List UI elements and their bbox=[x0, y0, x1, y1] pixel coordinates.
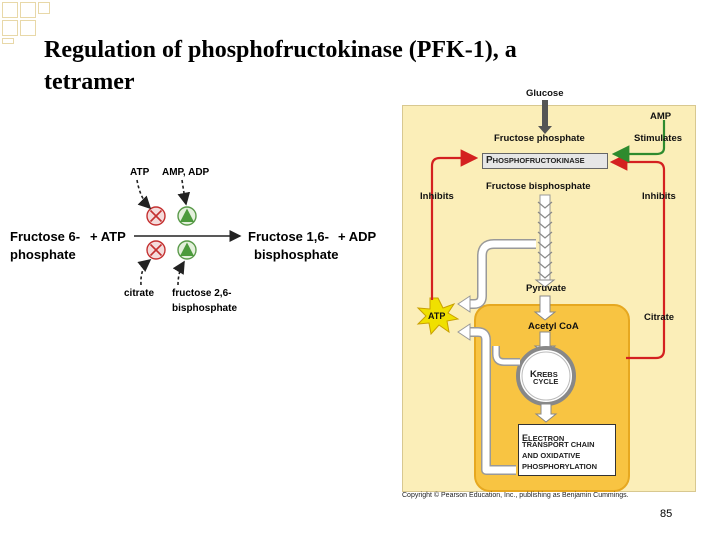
copyright-notice: Copyright © Pearson Education, Inc., pub… bbox=[402, 492, 629, 499]
activator-f26bp-label-2: bisphosphate bbox=[172, 303, 238, 314]
inhibit-x-icon bbox=[146, 240, 166, 260]
product-label-2: bisphosphate bbox=[254, 247, 339, 262]
slide-title: Regulation of phosphofructokinase (PFK-1… bbox=[44, 34, 604, 98]
plus-atp-label: + ATP bbox=[90, 229, 126, 244]
inhibit-x-icon bbox=[146, 206, 166, 226]
inhibitor-atp-label: ATP bbox=[130, 167, 150, 178]
pyruvate-label: Pyruvate bbox=[526, 283, 567, 294]
title-line-2: tetramer bbox=[44, 69, 135, 95]
fructose-phosphate-label: Fructose phosphate bbox=[494, 133, 585, 144]
etc-label-3: AND OXIDATIVE bbox=[522, 451, 581, 460]
inhibits-left-label: Inhibits bbox=[420, 191, 454, 202]
stimulates-label: Stimulates bbox=[634, 133, 683, 144]
inhibits-right-label: Inhibits bbox=[642, 191, 676, 202]
cycle-label: CYCLE bbox=[533, 377, 559, 386]
inhibitor-citrate-label: citrate bbox=[124, 288, 155, 299]
krebs-label: KREBS bbox=[530, 369, 558, 380]
page-number: 85 bbox=[660, 508, 673, 520]
glucose-label: Glucose bbox=[526, 88, 564, 99]
etc-box bbox=[518, 424, 616, 476]
atp-star-label: ATP bbox=[428, 311, 446, 321]
activate-triangle-icon bbox=[177, 240, 197, 260]
etc-label-1: ELECTRON bbox=[522, 433, 565, 443]
fructose-bisphosphate-label: Fructose bisphosphate bbox=[486, 181, 591, 192]
pfk-enzyme-box bbox=[482, 153, 608, 169]
corner-decoration bbox=[0, 0, 60, 45]
title-line-1: Regulation of phosphofructokinase (PFK-1… bbox=[44, 37, 517, 63]
product-label-1: Fructose 1,6- bbox=[248, 229, 329, 244]
activator-f26bp-label-1: fructose 2,6- bbox=[172, 288, 232, 299]
amp-label: AMP bbox=[650, 111, 672, 122]
plus-adp-label: + ADP bbox=[338, 229, 377, 244]
citrate-label: Citrate bbox=[644, 312, 675, 323]
substrate-label-1: Fructose 6- bbox=[10, 229, 81, 244]
acetyl-coa-label: Acetyl CoA bbox=[528, 321, 579, 332]
substrate-label-2: phosphate bbox=[10, 247, 76, 262]
etc-label-4: PHOSPHORYLATION bbox=[522, 462, 598, 471]
etc-label-2: TRANSPORT CHAIN bbox=[522, 440, 595, 449]
activate-triangle-icon bbox=[177, 206, 197, 226]
activator-amp-adp-label: AMP, ADP bbox=[162, 167, 210, 178]
pfk-label: PHOSPHOFRUCTOKINASE bbox=[486, 155, 585, 166]
